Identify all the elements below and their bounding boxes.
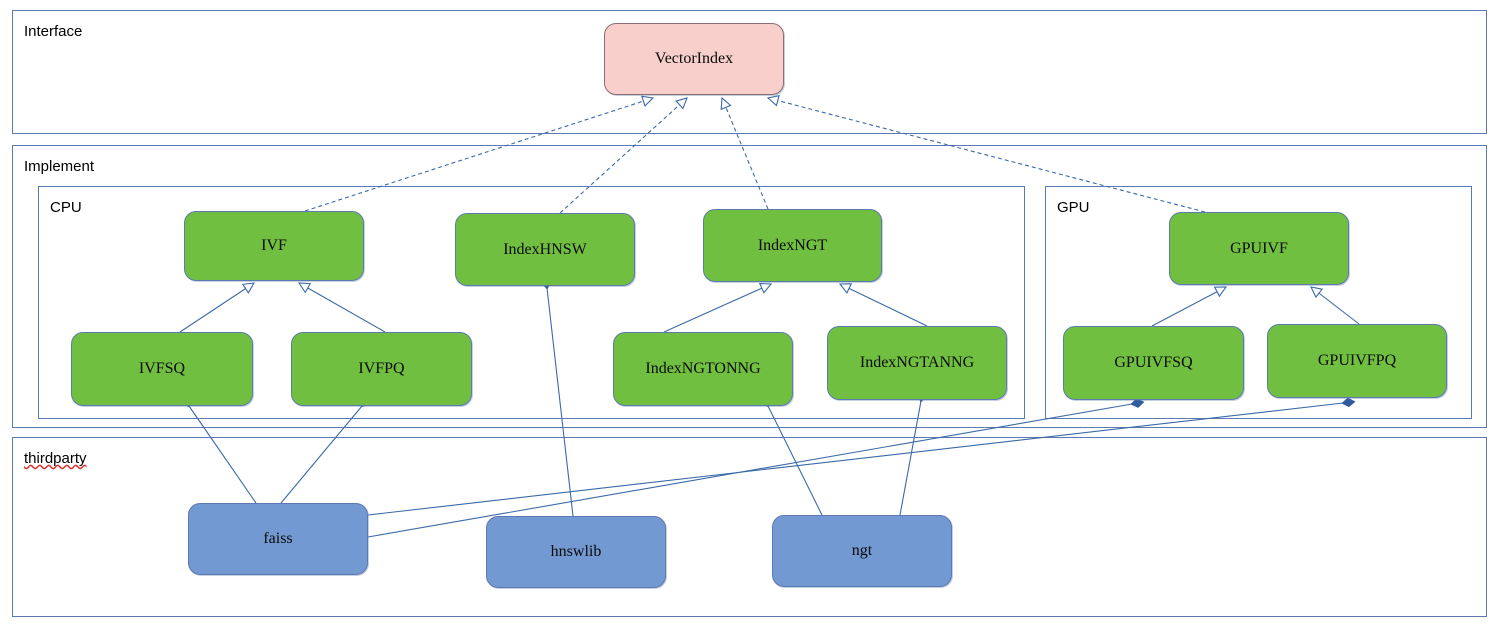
lane-label-thirdparty: thirdparty: [24, 450, 87, 467]
node-gpuivfpq[interactable]: GPUIVFPQ: [1267, 324, 1447, 398]
lane-label-implement: Implement: [24, 158, 95, 175]
node-indexhnsw[interactable]: IndexHNSW: [455, 213, 635, 286]
node-indexngtanng[interactable]: IndexNGTANNG: [827, 326, 1007, 400]
node-vectorindex[interactable]: VectorIndex: [604, 23, 784, 95]
lane-label-gpu: GPU: [1057, 199, 1090, 216]
node-indexngtonng[interactable]: IndexNGTONNG: [613, 332, 793, 406]
node-ivfsq[interactable]: IVFSQ: [71, 332, 253, 406]
node-ivfpq[interactable]: IVFPQ: [291, 332, 472, 406]
lane-label-interface: Interface: [24, 23, 83, 40]
node-faiss[interactable]: faiss: [188, 503, 368, 575]
node-hnswlib[interactable]: hnswlib: [486, 516, 666, 588]
lane-label-cpu: CPU: [50, 199, 82, 216]
node-indexngt[interactable]: IndexNGT: [703, 209, 882, 282]
node-ngt[interactable]: ngt: [772, 515, 952, 587]
node-gpuivf[interactable]: GPUIVF: [1169, 212, 1349, 285]
node-ivf[interactable]: IVF: [184, 211, 364, 281]
node-gpuivfsq[interactable]: GPUIVFSQ: [1063, 326, 1244, 400]
